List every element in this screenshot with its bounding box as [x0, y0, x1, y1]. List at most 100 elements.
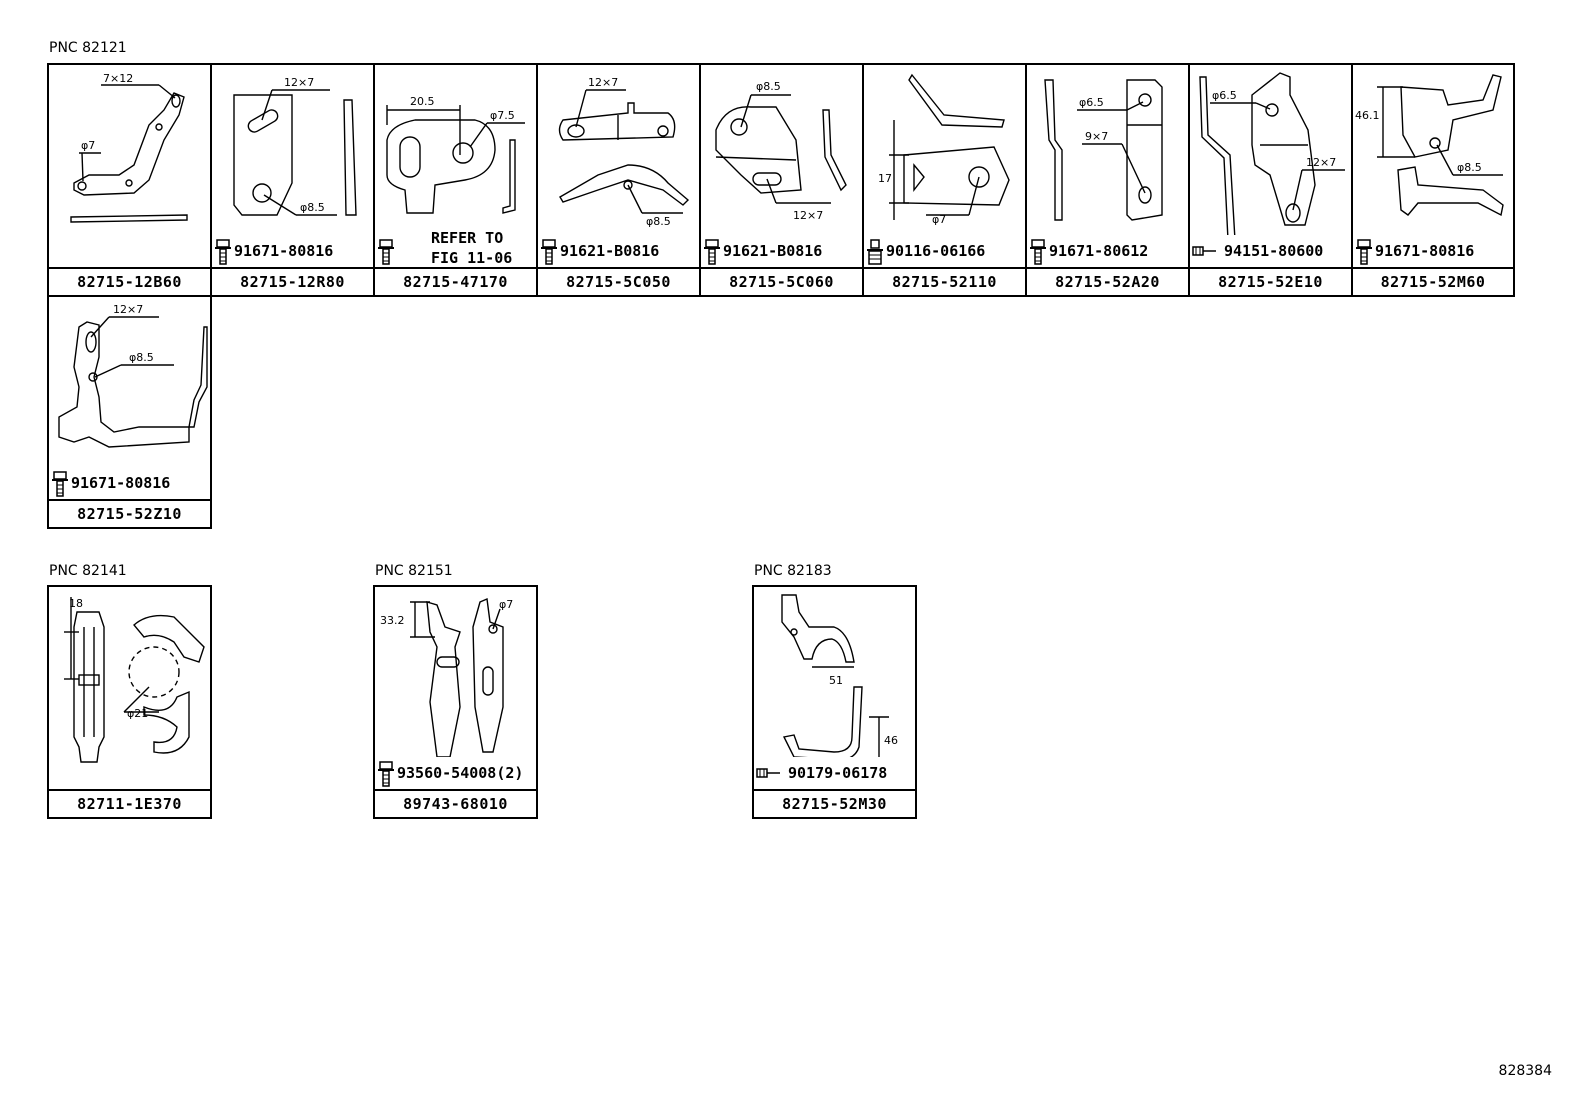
nut-icon [1192, 246, 1216, 256]
dimension-label: φ7 [499, 598, 513, 611]
part-cell[interactable]: 12×7 φ8.5 91671-80816 82715-52Z10 [47, 295, 212, 529]
bracket-drawing: 12×7 φ8.5 [538, 65, 699, 235]
fastener-row: 90116-06166 [864, 237, 1025, 267]
fastener-part-number: 91671-80816 [234, 242, 334, 260]
part-cell[interactable]: 46.1 φ8.5 91671-80816 82715-52M60 [1351, 63, 1515, 297]
dimension-label: φ8.5 [129, 351, 154, 364]
bracket-drawing: 7×12 φ7 [49, 65, 210, 265]
bracket-drawing: 12×7 φ8.5 [212, 65, 373, 235]
flange-bolt-icon [378, 761, 394, 787]
dimension-label: 12×7 [588, 76, 618, 89]
flange-bolt-icon [541, 239, 557, 265]
bracket-drawing: 17 φ7 [864, 65, 1025, 235]
figure-number: 828384 [1498, 1063, 1552, 1079]
stud-bolt-icon [867, 239, 883, 265]
fastener-part-number: 91671-80816 [71, 474, 171, 492]
dimension-label: 12×7 [113, 303, 143, 316]
dimension-label: φ6.5 [1079, 96, 1104, 109]
part-cell[interactable]: 18 φ21 82711-1E370 [47, 585, 212, 819]
nut-icon [756, 768, 780, 778]
flange-bolt-icon [52, 471, 68, 497]
part-number: 82715-12R80 [212, 267, 373, 295]
dimension-label: φ6.5 [1212, 89, 1237, 102]
bracket-drawing: 46.1 φ8.5 [1353, 65, 1513, 235]
part-cell[interactable]: 33.2 φ7 93560-54008(2) 89743-68010 [373, 585, 538, 819]
dimension-label: 12×7 [284, 76, 314, 89]
part-cell[interactable]: φ6.5 9×7 91671-80612 82715-52A20 [1025, 63, 1190, 297]
part-cell[interactable]: 51 46 90179-06178 82715-52M30 [752, 585, 917, 819]
dimension-label: φ8.5 [646, 215, 671, 228]
refer-note-line2: FIG 11-06 [431, 249, 513, 267]
part-number: 82715-5C050 [538, 267, 699, 295]
dimension-label: 17 [878, 172, 892, 185]
fastener-part-number: 94151-80600 [1224, 242, 1324, 260]
dimension-label: φ7 [932, 213, 946, 226]
pnc-label-82151: PNC 82151 [375, 563, 453, 579]
pnc-label-82121: PNC 82121 [49, 40, 127, 56]
fastener-part-number: 91671-80612 [1049, 242, 1149, 260]
dimension-label: φ21 [127, 707, 148, 720]
bracket-drawing: 33.2 φ7 [375, 587, 536, 757]
part-number: 82715-52A20 [1027, 267, 1188, 295]
part-cell[interactable]: 17 φ7 90116-06166 82715-52110 [862, 63, 1027, 297]
flange-bolt-icon [215, 239, 231, 265]
fastener-row: 91671-80612 [1027, 237, 1188, 267]
pnc-label-82141: PNC 82141 [49, 563, 127, 579]
dimension-label: φ8.5 [300, 201, 325, 214]
dimension-label: 12×7 [1306, 156, 1336, 169]
dimension-label: φ8.5 [1457, 161, 1482, 174]
dimension-label: 46.1 [1355, 109, 1380, 122]
part-cell[interactable]: 12×7 φ8.5 91671-80816 82715-12R80 [210, 63, 375, 297]
fastener-row: 91621-B0816 [701, 237, 862, 267]
dimension-label: 7×12 [103, 72, 133, 85]
bracket-drawing: φ6.5 9×7 [1027, 65, 1188, 235]
fastener-row: 93560-54008(2) [375, 759, 536, 789]
dimension-label: 33.2 [380, 614, 405, 627]
fastener-row [375, 237, 536, 267]
fastener-part-number: 90116-06166 [886, 242, 986, 260]
dimension-label: 46 [884, 734, 898, 747]
bracket-drawing: 20.5 φ7.5 [375, 65, 536, 235]
fastener-row: 90179-06178 [754, 759, 915, 789]
fastener-row: 91671-80816 [1353, 237, 1513, 267]
part-number: 89743-68010 [375, 789, 536, 817]
dimension-label: 9×7 [1085, 130, 1108, 143]
part-number: 82715-47170 [375, 267, 536, 295]
flange-bolt-icon [378, 239, 394, 265]
part-number: 82715-5C060 [701, 267, 862, 295]
bracket-drawing: 12×7 φ8.5 [49, 297, 210, 467]
part-number: 82715-12B60 [49, 267, 210, 295]
pnc-label-82183: PNC 82183 [754, 563, 832, 579]
fastener-row: 94151-80600 [1190, 237, 1351, 267]
flange-bolt-icon [1030, 239, 1046, 265]
part-number: 82715-52110 [864, 267, 1025, 295]
bracket-drawing: 51 46 [754, 587, 915, 757]
part-cell[interactable]: 20.5 φ7.5 REFER TO FIG 11-06 82715-47170 [373, 63, 538, 297]
part-cell[interactable]: φ6.5 12×7 94151-80600 82715-52E10 [1188, 63, 1353, 297]
refer-note-line1: REFER TO [431, 229, 504, 247]
bracket-drawing: φ6.5 12×7 [1190, 65, 1351, 235]
dimension-label: 51 [829, 674, 843, 687]
dimension-label: φ7 [81, 139, 95, 152]
fastener-part-number: 93560-54008(2) [397, 764, 524, 782]
fastener-part-number: 91671-80816 [1375, 242, 1475, 260]
fastener-row: 91671-80816 [212, 237, 373, 267]
flange-bolt-icon [704, 239, 720, 265]
dimension-label: φ7.5 [490, 109, 515, 122]
fastener-part-number: 91621-B0816 [723, 242, 823, 260]
part-number: 82715-52M60 [1353, 267, 1513, 295]
part-cell[interactable]: 12×7 φ8.5 91621-B0816 82715-5C050 [536, 63, 701, 297]
bracket-drawing: φ8.5 12×7 [701, 65, 862, 235]
dimension-label: 12×7 [793, 209, 823, 222]
dimension-label: 20.5 [410, 95, 435, 108]
dimension-label: φ8.5 [756, 80, 781, 93]
part-number: 82715-52M30 [754, 789, 915, 817]
fastener-part-number: 90179-06178 [788, 764, 888, 782]
part-number: 82715-52Z10 [49, 499, 210, 527]
part-cell[interactable]: 7×12 φ7 82715-12B60 [47, 63, 212, 297]
clamp-drawing: 18 φ21 [49, 587, 210, 787]
part-number: 82715-52E10 [1190, 267, 1351, 295]
dimension-label: 18 [69, 597, 83, 610]
fastener-row: 91621-B0816 [538, 237, 699, 267]
part-cell[interactable]: φ8.5 12×7 91621-B0816 82715-5C060 [699, 63, 864, 297]
